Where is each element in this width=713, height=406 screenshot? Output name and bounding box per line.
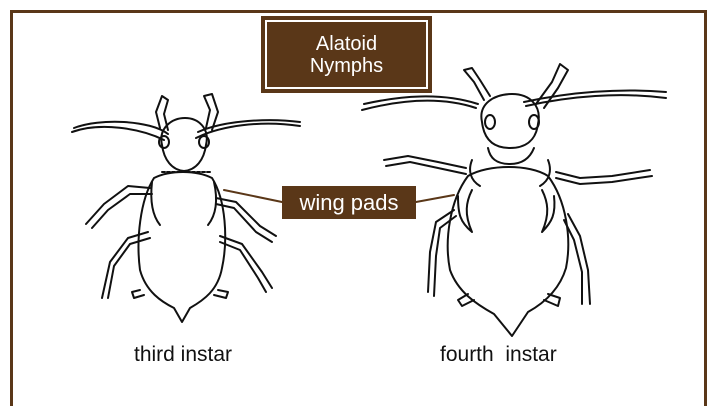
fourth-instar-caption: fourth instar [440,343,557,367]
third-instar-nymph-icon [72,94,300,322]
title-line-1: Alatoid [316,33,377,55]
title-badge: Alatoid Nymphs [261,16,432,93]
title-text: Alatoid Nymphs [265,20,428,89]
third-instar-caption: third instar [134,343,232,367]
diagram-frame: Alatoid Nymphs wing pads third instar fo… [0,0,713,396]
title-line-2: Nymphs [310,55,383,77]
wing-pads-label: wing pads [282,186,416,219]
